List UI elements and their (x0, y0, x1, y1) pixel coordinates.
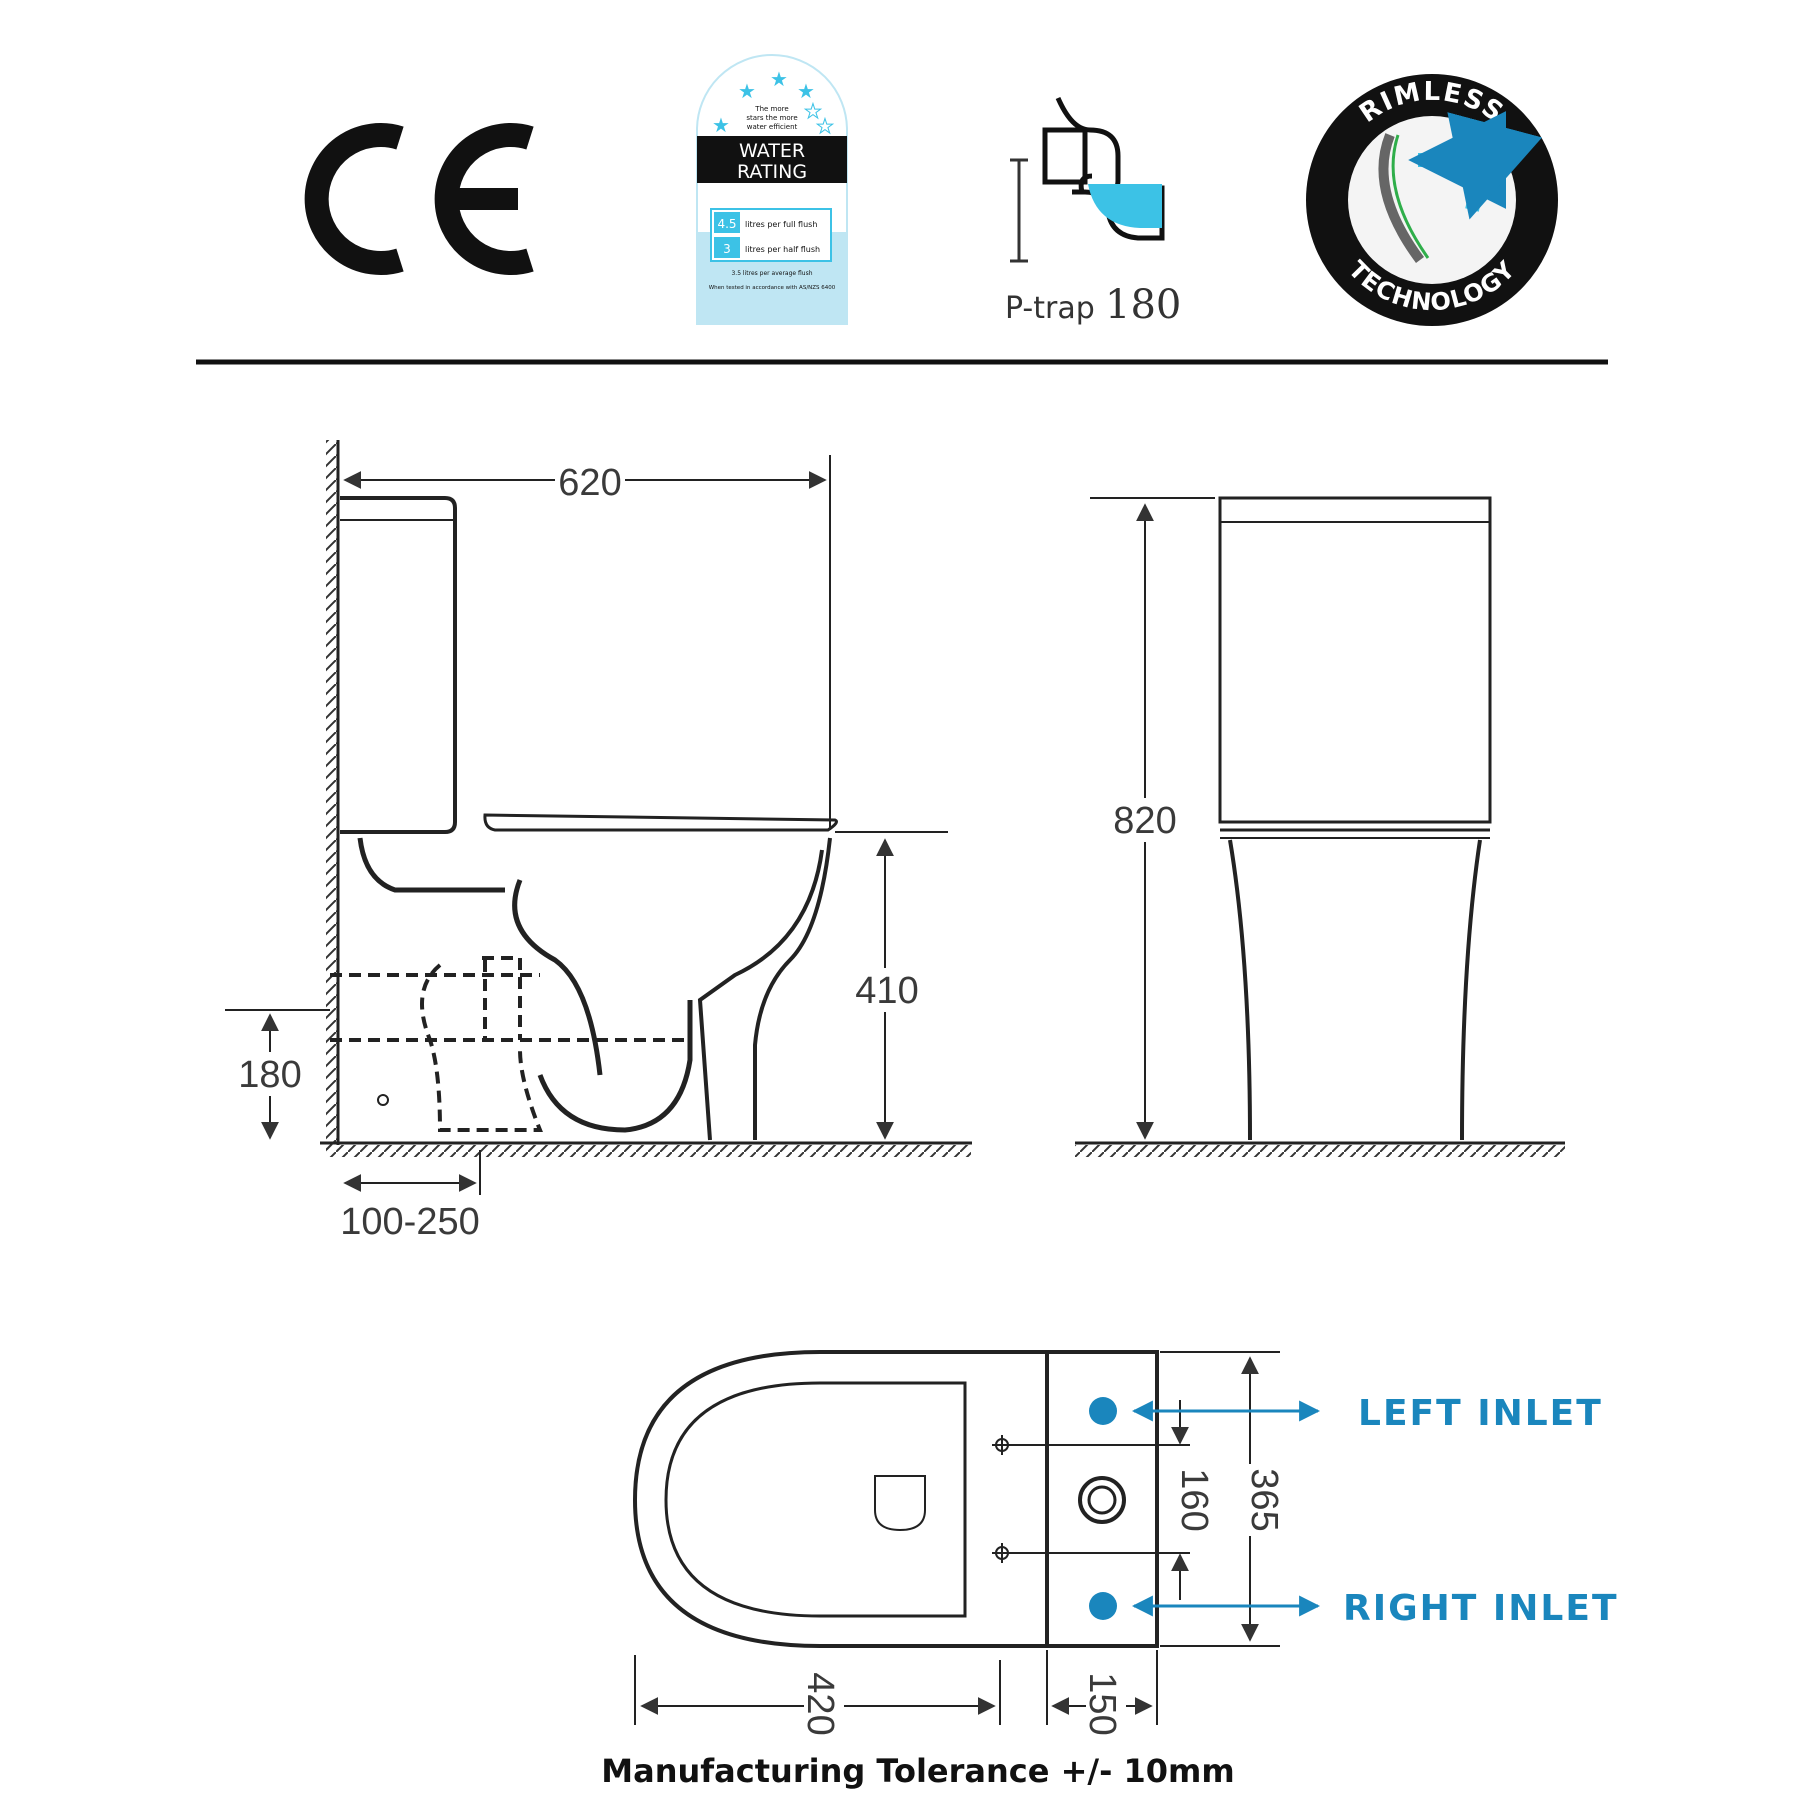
svg-text:★: ★ (816, 116, 834, 138)
standard-note: When tested in accordance with AS/NZS 64… (709, 285, 836, 291)
water-rating-tagline-2: stars the more (746, 114, 797, 122)
dimension-150: 150 (1081, 1672, 1123, 1735)
dimension-420: 420 (799, 1672, 841, 1735)
water-rating-tagline-1: The more (754, 105, 788, 113)
dimension-365: 365 (1243, 1468, 1285, 1531)
half-flush-label: litres per half flush (745, 245, 820, 254)
average-flush-note: 3.5 litres per average flush (731, 270, 812, 277)
dimension-100-250: 100-250 (340, 1201, 479, 1243)
water-rating-label: ★ ★ ★ ★ ★ ★ The more stars the more wate… (696, 54, 848, 325)
svg-text:★: ★ (712, 115, 730, 137)
half-flush-value: 3 (723, 242, 731, 256)
svg-text:★: ★ (804, 101, 822, 123)
front-elevation-view (1075, 496, 1565, 1157)
water-rating-tagline-3: water efficient (747, 123, 798, 131)
left-inlet-dot (1089, 1397, 1117, 1425)
svg-text:★: ★ (738, 81, 756, 103)
p-trap-value: 180 (1105, 282, 1181, 328)
water-rating-title-1: WATER (739, 140, 805, 162)
p-trap-icon: P-trap 180 (1005, 96, 1181, 328)
ce-mark-logo (304, 123, 534, 275)
side-elevation-view (225, 440, 972, 1195)
water-rating-stars: ★ ★ ★ ★ ★ ★ (712, 69, 834, 139)
dimension-410: 410 (855, 970, 918, 1012)
dimension-180: 180 (238, 1054, 301, 1096)
right-inlet-label: RIGHT INLET (1343, 1588, 1619, 1629)
rimless-technology-badge: RIMLESS TECHNOLOGY (1306, 74, 1558, 326)
svg-text:★: ★ (797, 81, 815, 103)
plan-view (632, 1350, 1280, 1725)
svg-text:★: ★ (770, 69, 788, 91)
tolerance-note: Manufacturing Tolerance +/- 10mm (601, 1752, 1234, 1790)
water-rating-title-2: RATING (737, 161, 807, 183)
inlet-markers (1089, 1397, 1321, 1620)
dimension-820: 820 (1113, 800, 1176, 842)
full-flush-label: litres per full flush (745, 220, 817, 229)
p-trap-label: P-trap (1005, 291, 1095, 326)
full-flush-value: 4.5 (717, 217, 736, 231)
dimension-620: 620 (558, 462, 621, 504)
left-inlet-label: LEFT INLET (1358, 1393, 1603, 1434)
dimension-160: 160 (1173, 1468, 1215, 1531)
right-inlet-dot (1089, 1592, 1117, 1620)
